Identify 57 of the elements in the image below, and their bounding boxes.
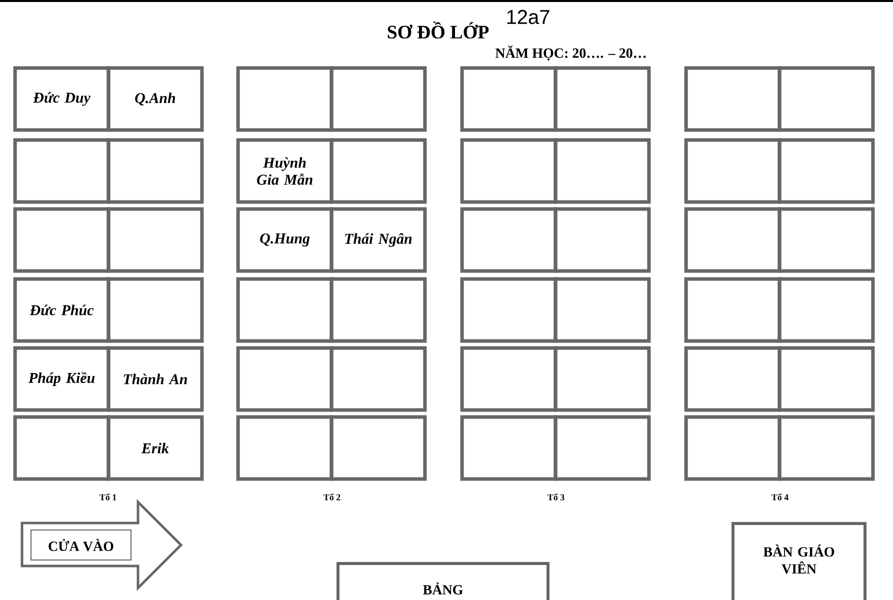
seat-box <box>330 66 427 132</box>
seat-box <box>236 277 334 343</box>
seat-box <box>554 346 651 412</box>
seat-box <box>106 207 204 273</box>
seat-box <box>778 415 875 481</box>
seat-box <box>236 346 334 412</box>
seat-box <box>684 138 782 204</box>
seat-box <box>684 66 782 132</box>
seat-box: Đức Duy <box>13 66 110 132</box>
seat-box <box>684 346 782 412</box>
group-label: Tổ 4 <box>772 494 788 500</box>
board-box: BẢNG <box>336 562 550 600</box>
seat-box <box>778 66 875 132</box>
seat-box: Thái Ngân <box>330 207 427 273</box>
seat-box: Đức Phúc <box>13 277 110 343</box>
seat-box <box>684 207 782 273</box>
seat-box <box>106 277 204 343</box>
seat-box <box>554 415 651 481</box>
group-label: Tổ 2 <box>324 494 340 500</box>
title: SƠ ĐỒ LỚP <box>388 21 489 39</box>
seat-box <box>684 277 782 343</box>
seat-box <box>460 277 558 343</box>
seat-box <box>236 66 334 132</box>
seat-box <box>460 66 558 132</box>
seat-box <box>554 277 651 343</box>
seat-box <box>778 277 875 343</box>
seat-box <box>330 277 427 343</box>
seat-box <box>460 207 558 273</box>
school-year-text: NĂM HỌC: 20…. – 20… <box>495 46 646 60</box>
seat-box <box>330 138 427 204</box>
seat-box <box>554 66 651 132</box>
seat-box <box>460 346 558 412</box>
group-label: Tổ 3 <box>548 494 564 500</box>
seat-box <box>106 138 204 204</box>
seat-box <box>778 207 875 273</box>
seat-box: Pháp Kiều <box>13 346 110 412</box>
seat-box <box>460 138 558 204</box>
seat-box <box>778 346 875 412</box>
seat-box <box>13 138 110 204</box>
group-label: Tổ 1 <box>100 494 116 500</box>
seat-box <box>778 138 875 204</box>
seat-box: Huỳnh Gia Mẫn <box>236 138 334 204</box>
note-handwritten: 12a7 <box>507 10 550 24</box>
seat-box <box>460 415 558 481</box>
teacher-desk-box: BÀN GIÁO VIÊN <box>732 522 867 600</box>
seat-box <box>330 415 427 481</box>
seat-box: Q.Anh <box>106 66 204 132</box>
seat-box: Q.Hung <box>236 207 334 273</box>
seat-box <box>13 207 110 273</box>
seat-box <box>554 207 651 273</box>
seat-box <box>554 138 651 204</box>
seat-box: Erik <box>106 415 204 481</box>
seat-box <box>684 415 782 481</box>
seat-box <box>13 415 110 481</box>
seat-box <box>236 415 334 481</box>
seat-box: Thành An <box>106 346 204 412</box>
seat-box <box>330 346 427 412</box>
